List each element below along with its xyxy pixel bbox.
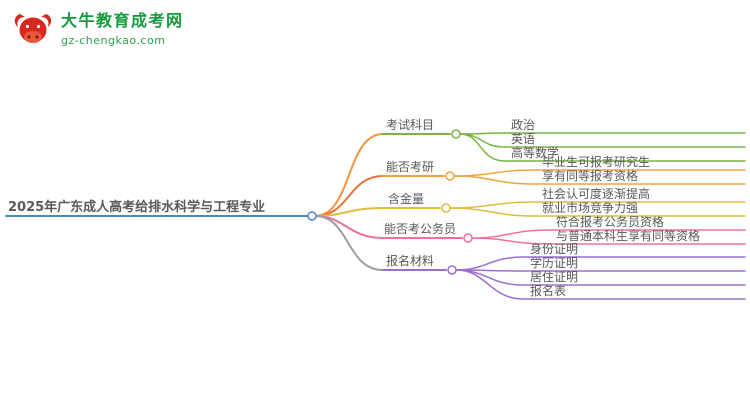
- branch-materials: 报名材料 身份证明 学历证明 居住证明 报名表: [382, 241, 746, 300]
- branch-label-postgrad: 能否考研: [386, 160, 434, 174]
- branch-curve-exam-subjects: [314, 133, 384, 217]
- leaf-label-advanced-math: 高等数学: [511, 145, 559, 160]
- leaf-curve-job-competitiveness: [449, 207, 537, 217]
- branch-label-value: 含金量: [388, 191, 424, 206]
- root-node: 2025年广东成人高考给排水科学与工程专业: [5, 199, 317, 221]
- branch-exam-subjects: 考试科目 政治 英语 高等数学: [382, 117, 746, 162]
- branch-dot-postgrad: [445, 171, 455, 181]
- leaf-label-education-proof: 学历证明: [530, 255, 578, 270]
- site-name: 大牛教育成考网: [61, 11, 184, 31]
- leaf-label-social-recognition: 社会认可度逐渐提高: [542, 186, 650, 201]
- leaf-label-id-proof: 身份证明: [530, 241, 578, 256]
- branch-dot-materials: [447, 265, 457, 275]
- leaf-label-english: 英语: [511, 132, 535, 146]
- branch-dot-civil-service: [463, 233, 473, 243]
- branch-value: 含金量 社会认可度逐渐提高 就业市场竞争力强: [382, 186, 746, 217]
- leaf-curve-english: [459, 133, 506, 148]
- branch-label-civil-service: 能否考公务员: [384, 221, 456, 236]
- root-dot: [307, 211, 317, 221]
- branch-curve-civil-service: [314, 215, 384, 239]
- leaf-curve-civil-service-eligible: [471, 229, 551, 239]
- branch-label-exam-subjects: 考试科目: [386, 117, 434, 132]
- leaf-curve-equal-eligibility: [453, 175, 537, 185]
- branch-postgrad: 能否考研 毕业生可报考研究生 享有同等报考资格: [382, 154, 746, 185]
- branch-curve-value: [314, 207, 384, 217]
- branch-civil-service: 能否考公务员 符合报考公务员资格 与普通本科生享有同等资格: [382, 214, 746, 245]
- leaf-label-application-form: 报名表: [530, 283, 566, 298]
- ox-logo-icon: [14, 14, 52, 43]
- leaf-curve-grads-can-apply: [453, 169, 537, 177]
- leaf-label-equal-eligibility: 享有同等报考资格: [542, 168, 638, 183]
- site-logo[interactable]: 大牛教育成考网 gz-chengkao.com: [12, 10, 184, 48]
- root-label: 2025年广东成人高考给排水科学与工程专业: [8, 199, 265, 215]
- branch-curve-materials: [314, 215, 384, 271]
- leaf-curve-application-form: [455, 269, 525, 300]
- leaf-curve-same-as-regular: [471, 237, 551, 245]
- leaf-curve-residence-proof: [455, 269, 525, 286]
- branch-label-materials: 报名材料: [386, 253, 434, 268]
- leaf-label-residence-proof: 居住证明: [530, 270, 578, 284]
- logo-text: 大牛教育成考网 gz-chengkao.com: [61, 11, 184, 46]
- leaf-label-politics: 政治: [511, 118, 535, 132]
- branch-dot-value: [441, 203, 451, 213]
- leaf-label-civil-service-eligible: 符合报考公务员资格: [556, 214, 664, 229]
- leaf-curve-id-proof: [455, 256, 525, 271]
- leaf-label-job-competitiveness: 就业市场竞争力强: [542, 200, 638, 215]
- branch-dot-exam-subjects: [451, 129, 461, 139]
- leaf-label-same-as-regular: 与普通本科生享有同等资格: [556, 228, 700, 243]
- leaf-curve-advanced-math: [459, 133, 506, 162]
- leaf-label-grads-can-apply: 毕业生可报考研究生: [542, 154, 650, 169]
- site-url: gz-chengkao.com: [61, 33, 166, 47]
- leaf-curve-social-recognition: [449, 201, 537, 209]
- branch-curve-postgrad: [314, 175, 384, 217]
